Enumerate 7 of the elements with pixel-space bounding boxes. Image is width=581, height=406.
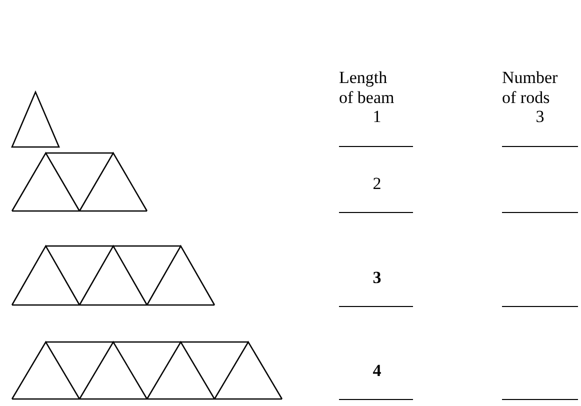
beam-length: 1: [372, 107, 382, 127]
column-header: Number of rods: [502, 68, 559, 108]
column-header: Length of beam: [339, 68, 396, 108]
beam-length: 2: [372, 174, 382, 194]
rod-count: 3: [534, 107, 546, 127]
beam-length: 4: [372, 361, 382, 381]
beam-length: 3: [372, 268, 382, 288]
